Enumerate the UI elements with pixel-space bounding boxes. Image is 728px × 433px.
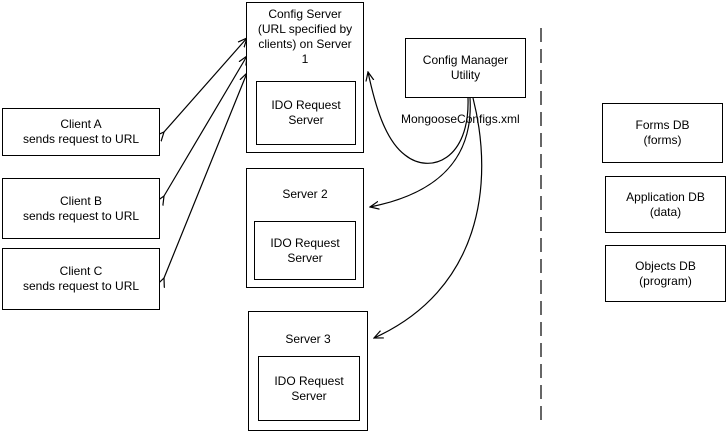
server-3-box: Server 3 IDO Request Server (248, 311, 368, 431)
client-b-box: Client B sends request to URL (2, 178, 160, 239)
mongoose-configs-label: MongooseConfigs.xml (401, 112, 520, 126)
client-c-label: Client C sends request to URL (22, 264, 140, 293)
config-server-ido-label: IDO Request Server (271, 98, 341, 127)
client-a-label: Client A sends request to URL (22, 117, 140, 146)
server-2-title: Server 2 (282, 187, 328, 201)
server-2-ido-label: IDO Request Server (270, 235, 340, 265)
server-3-ido-box: IDO Request Server (258, 356, 360, 421)
utility-to-server3-curve (374, 97, 483, 338)
objects-db-box: Objects DB (program) (605, 245, 726, 302)
client-a-box: Client A sends request to URL (2, 108, 160, 156)
client-b-label: Client B sends request to URL (22, 193, 140, 223)
server-3-ido-label: IDO Request Server (274, 373, 344, 403)
application-db-label: Application DB (data) (626, 189, 705, 219)
client-c-config-arrow (164, 73, 247, 278)
application-db-box: Application DB (data) (605, 176, 726, 233)
config-server-box: Config Server (URL specified by clients)… (246, 2, 364, 153)
forms-db-box: Forms DB (forms) (602, 103, 723, 163)
server-2-box: Server 2 IDO Request Server (246, 168, 364, 288)
client-c-box: Client C sends request to URL (2, 248, 160, 310)
config-manager-utility-label: Config Manager Utility (422, 53, 509, 82)
objects-db-label: Objects DB (program) (635, 258, 696, 288)
server-2-ido-box: IDO Request Server (254, 221, 356, 280)
config-server-title: Config Server (URL specified by clients)… (257, 7, 353, 66)
server-3-title: Server 3 (285, 332, 331, 346)
config-manager-utility-box: Config Manager Utility (405, 38, 526, 98)
config-server-ido-box: IDO Request Server (256, 81, 356, 145)
forms-db-label: Forms DB (forms) (635, 118, 690, 147)
client-a-config-arrow (164, 38, 247, 132)
client-b-config-arrow (164, 56, 247, 196)
